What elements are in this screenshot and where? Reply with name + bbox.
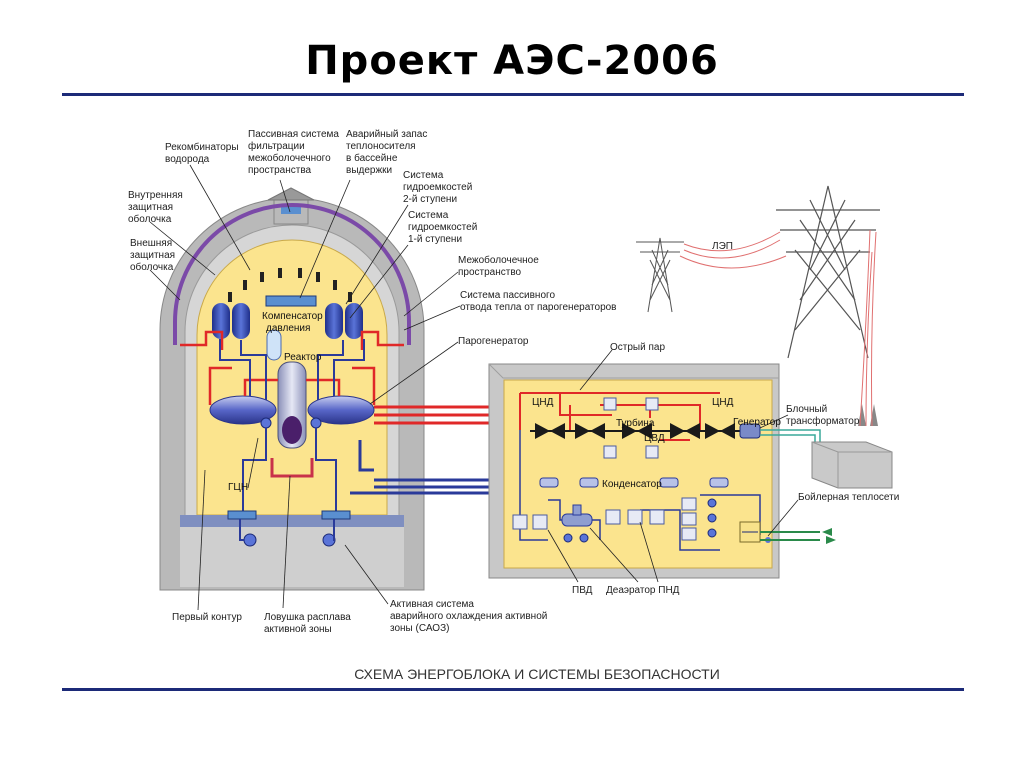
pressurizer — [266, 329, 282, 361]
containment-base — [180, 515, 404, 527]
hydro-tanks-left — [212, 303, 250, 339]
label-interspace: Межоболочечное пространство — [458, 254, 539, 278]
label-lpc-left: ЦНД — [532, 397, 554, 408]
label-emergency-reserve: Аварийный запас теплоносителя в бассейне… — [346, 129, 427, 176]
steam-generator-right — [307, 395, 375, 425]
label-line: Межоболочечное — [458, 254, 539, 266]
label-line: давления — [266, 323, 310, 334]
label-line: пространства — [248, 165, 312, 176]
power-lines — [679, 229, 877, 427]
label-line: оболочка — [128, 213, 172, 225]
label-line: 1-й ступени — [408, 234, 462, 245]
label-boiler-heating: Бойлерная теплосети — [798, 492, 899, 503]
label-hpc: ЦВД — [644, 433, 665, 444]
generator — [739, 423, 761, 439]
label-reactor: Реактор — [284, 352, 322, 363]
reactor-vessel — [277, 361, 307, 449]
label-line: Внутренняя — [128, 190, 183, 201]
label-mcp: ГЦН — [228, 482, 248, 493]
label-line: фильтрации — [248, 140, 305, 152]
label-line: межоболочечного — [248, 152, 331, 164]
leader-lines — [149, 164, 799, 611]
label-generator: Генератор — [733, 417, 781, 428]
label-turbine: Турбина — [616, 417, 655, 429]
label-line: Активная система — [390, 599, 474, 610]
label-line: трансформатор — [786, 415, 860, 427]
label-outer-shell: Внешняя защитная оболочка — [130, 238, 175, 273]
steam-generator-left — [209, 395, 277, 425]
label-line: аварийного охлаждения активной — [390, 611, 547, 622]
label-hpp: ПВД — [572, 585, 593, 596]
title-underline — [62, 93, 964, 96]
label-lpc-right: ЦНД — [712, 397, 734, 408]
unit-transformer — [811, 404, 893, 489]
inner-shell-line — [173, 203, 411, 345]
turbine-hall-interior — [503, 379, 773, 569]
label-line: Рекомбинаторы — [165, 141, 239, 153]
label-line: гидроемкостей — [408, 222, 477, 233]
label-line: Ловушка расплава — [264, 612, 351, 623]
label-primary-circuit: Первый контур — [172, 612, 242, 623]
lpp-heaters — [605, 497, 697, 541]
label-line: теплоносителя — [346, 141, 416, 152]
label-unit-transformer: Блочный трансформатор — [786, 404, 860, 427]
label-line: Компенсатор — [262, 311, 323, 322]
label-hydro-tanks-2: Система гидроемкостей 2-й ступени — [403, 170, 472, 205]
spent-fuel-pool — [265, 295, 317, 307]
label-line: Система — [408, 210, 449, 221]
label-line: пространство — [458, 267, 522, 278]
label-line: 2-й ступени — [403, 194, 457, 205]
label-eccs: Активная система аварийного охлаждения а… — [390, 599, 547, 634]
label-line: Блочный — [786, 404, 827, 415]
eccs-pump-left — [243, 533, 257, 547]
condensers — [539, 477, 729, 488]
label-line: защитная — [130, 250, 175, 261]
label-power-line: ЛЭП — [712, 241, 733, 252]
mcp-pump-left — [260, 417, 272, 429]
label-line: Пассивная система — [248, 129, 339, 140]
power-line-tower-small — [636, 237, 684, 313]
caption-underline — [62, 688, 964, 691]
label-line: Внешняя — [130, 238, 172, 249]
label-pressurizer: Компенсатор давления — [262, 311, 323, 334]
label-line: оболочка — [130, 261, 174, 273]
label-line: активной зоны — [264, 624, 332, 635]
hpp-heaters — [512, 514, 548, 530]
label-passive-filtration: Пассивная система фильтрации межоболочеч… — [248, 129, 339, 176]
label-line: отвода тепла от парогенераторов — [460, 302, 617, 313]
label-line: защитная — [128, 202, 173, 213]
label-live-steam: Острый пар — [610, 342, 665, 353]
heating-arrows — [822, 528, 836, 544]
label-line: в бассейне — [346, 152, 398, 164]
label-condenser: Конденсатор — [602, 479, 662, 490]
label-core-catcher: Ловушка расплава активной зоны — [264, 612, 351, 635]
label-line: Аварийный запас — [346, 129, 427, 140]
power-line-tower-large — [776, 185, 880, 359]
label-line: Система — [403, 170, 444, 181]
label-line: водорода — [165, 154, 210, 165]
turbine-hall — [488, 363, 780, 579]
label-line: выдержки — [346, 165, 392, 176]
label-inner-shell: Внутренняя защитная оболочка — [128, 190, 183, 225]
eccs-tank-left — [227, 510, 257, 520]
label-line: Система пассивного — [460, 290, 555, 301]
core-catcher — [270, 458, 314, 478]
label-recombiners: Рекомбинаторы водорода — [165, 141, 239, 165]
label-steam-generator: Парогенератор — [458, 336, 529, 347]
label-hydro-tanks-1: Система гидроемкостей 1-й ступени — [408, 210, 477, 245]
containment-building — [159, 187, 425, 591]
hydro-tanks-right — [325, 303, 363, 339]
mcp-pump-right — [310, 417, 322, 429]
label-deaerator-lpp: Деаэратор ПНД — [606, 585, 680, 596]
deaerator — [561, 504, 593, 527]
page-title: Проект АЭС-2006 — [305, 38, 719, 84]
label-line: зоны (САОЗ) — [390, 623, 449, 634]
eccs-tank-right — [321, 510, 351, 520]
label-passive-heat-removal: Система пассивного отвода тепла от парог… — [460, 290, 617, 313]
label-line: гидроемкостей — [403, 182, 472, 193]
diagram-caption: СХЕМА ЭНЕРГОБЛОКА И СИСТЕМЫ БЕЗОПАСНОСТИ — [354, 666, 720, 682]
